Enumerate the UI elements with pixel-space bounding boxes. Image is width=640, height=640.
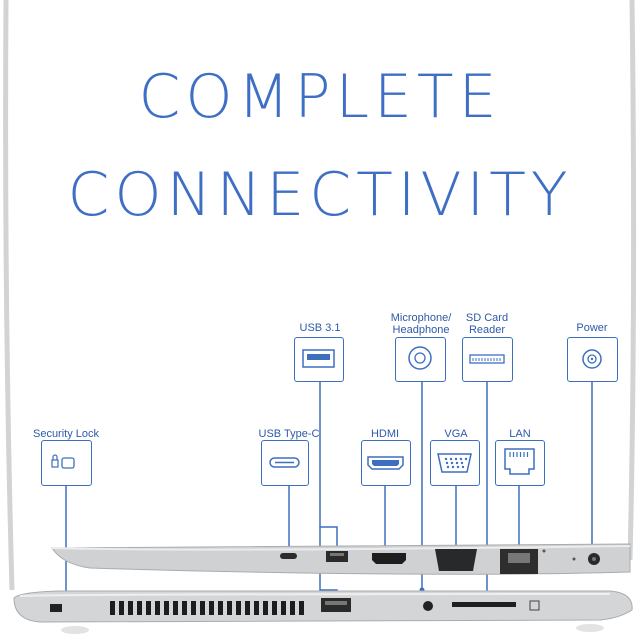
label-usb-type-c: USB Type-C (258, 428, 320, 440)
usb-a-icon (302, 349, 335, 368)
sd-card-box (462, 337, 513, 382)
label-power: Power (576, 322, 608, 334)
headline-line-1: COMPLETE (138, 62, 502, 132)
sd-card-icon (469, 354, 505, 364)
label-security-lock: Security Lock (32, 428, 100, 440)
power-box (567, 337, 618, 382)
security-lock-box (41, 440, 92, 486)
usb-31-box (294, 337, 344, 382)
label-hdmi: HDMI (370, 428, 400, 440)
headline-line-2: CONNECTIVITY (67, 160, 573, 230)
label-lan: LAN (509, 428, 531, 440)
padlock-icon (51, 454, 75, 469)
label-microphone-1: Microphone/ (390, 312, 452, 324)
label-sd-1: SD Card (465, 312, 509, 324)
usb-type-c-box (261, 440, 309, 486)
headphone-jack-icon (408, 346, 432, 370)
label-microphone-2: Headphone (392, 324, 450, 336)
vga-box (430, 440, 480, 486)
hdmi-icon (367, 456, 404, 470)
usb-c-icon (269, 457, 300, 468)
vga-icon (437, 453, 472, 473)
power-dc-icon (582, 349, 602, 369)
ethernet-icon (504, 448, 535, 475)
label-usb-31: USB 3.1 (299, 322, 341, 334)
label-sd-2: Reader (468, 324, 506, 336)
hdmi-box (361, 440, 411, 486)
lan-box (495, 440, 545, 486)
microphone-box (395, 337, 446, 382)
label-vga: VGA (444, 428, 468, 440)
